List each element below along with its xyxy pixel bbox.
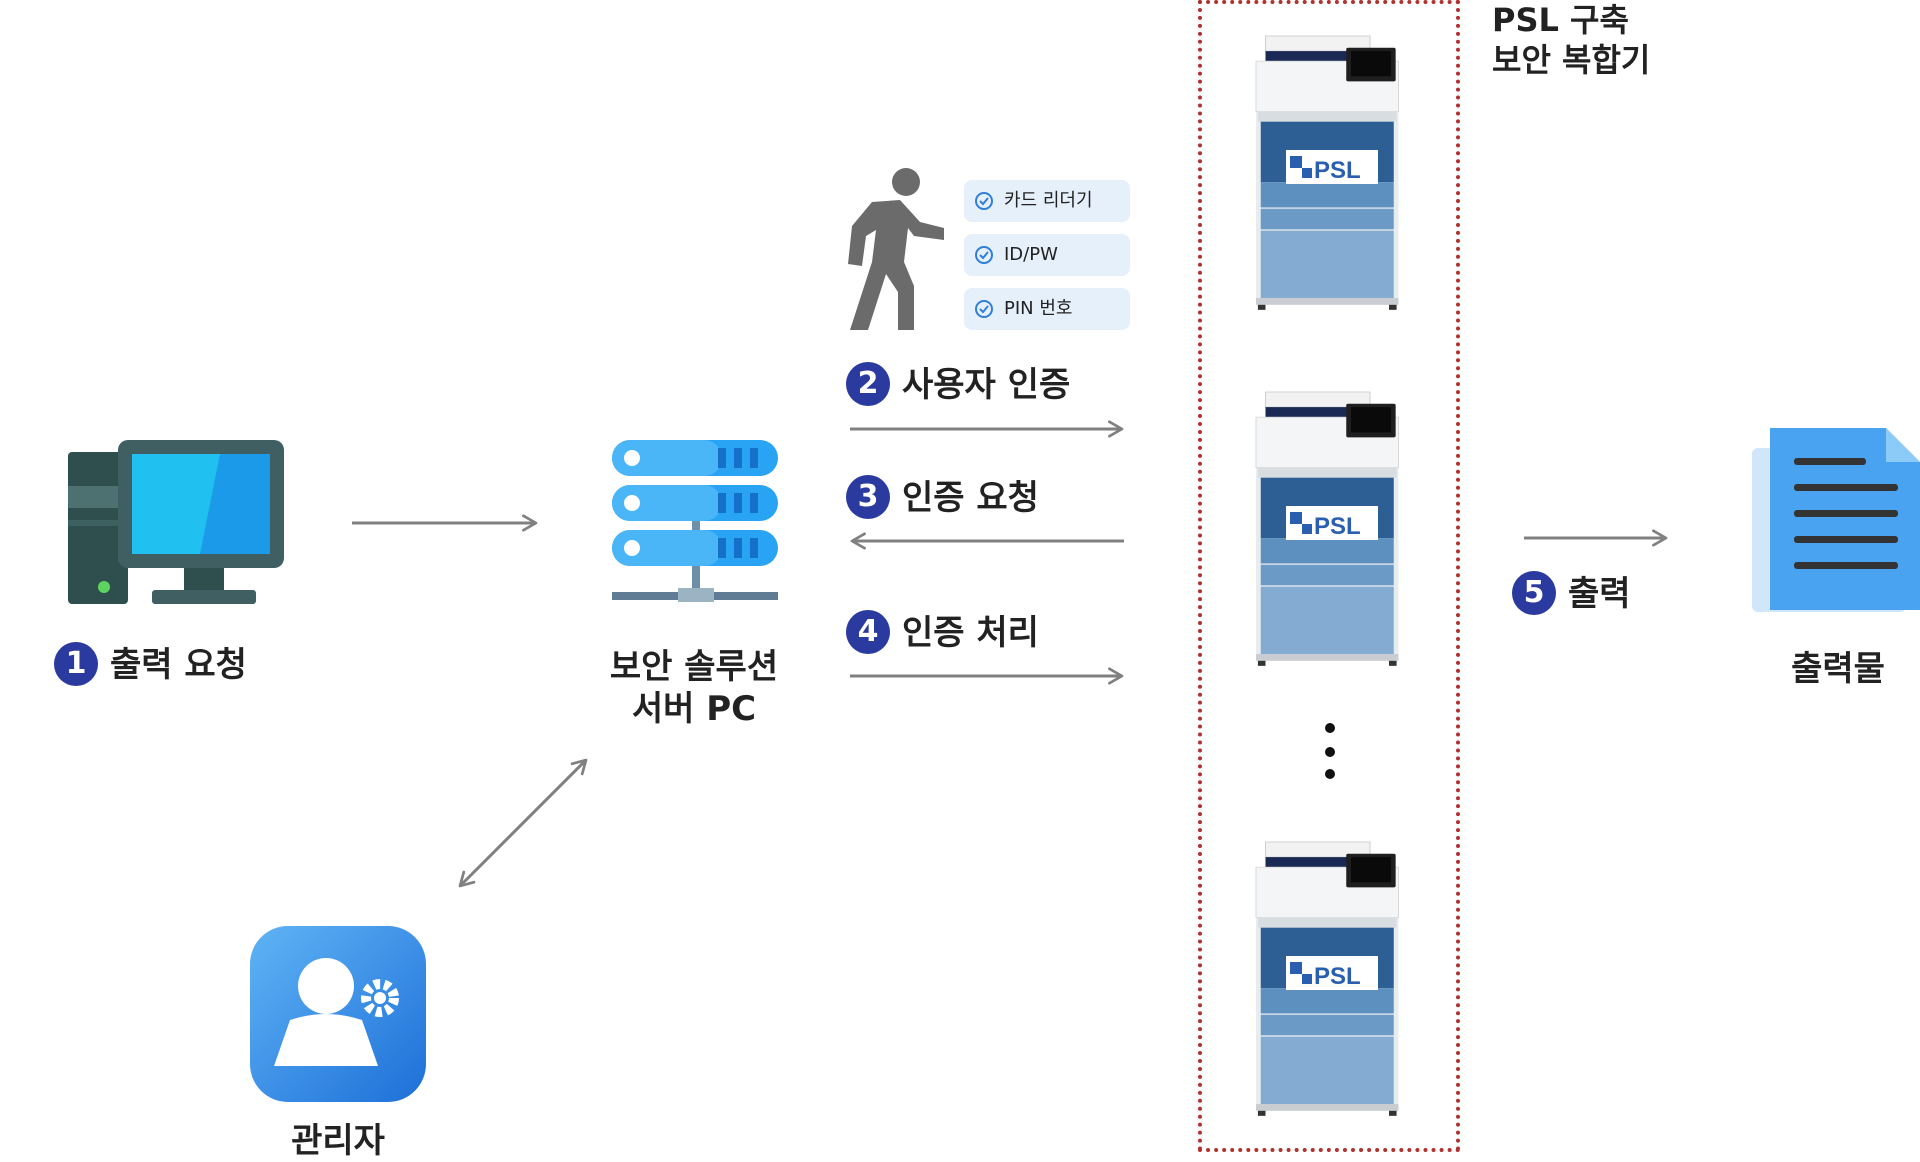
check-circle-icon [975, 246, 993, 264]
psl-printer-zone [1198, 0, 1460, 1152]
zone-title-line2: 보안 복합기 [1492, 41, 1651, 79]
check-circle-icon [975, 192, 993, 210]
zone-title-line1: PSL 구축 [1492, 1, 1629, 39]
step-4-badge: 4 [846, 609, 890, 654]
admin-user-gear-icon [250, 926, 426, 1102]
step-4-label: 4 인증 처리 [846, 609, 1039, 657]
check-circle-icon [975, 300, 993, 318]
step-5-badge: 5 [1512, 570, 1556, 615]
server-label-line1: 보안 솔루션 [609, 647, 779, 687]
auth-method-idpw: ID/PW [964, 234, 1130, 276]
zone-title: PSL 구축 보안 복합기 [1492, 0, 1650, 80]
psl-logo: PSL [1286, 506, 1378, 540]
auth-method-pin: PIN 번호 [964, 288, 1130, 330]
desktop-computer-icon [68, 440, 284, 604]
step-2-badge: 2 [846, 361, 890, 406]
output-label: 출력물 [1791, 649, 1885, 689]
svg-text:PSL: PSL [1314, 157, 1361, 184]
auth-method-label: PIN 번호 [1004, 298, 1073, 319]
psl-logo: PSL [1286, 150, 1378, 184]
svg-text:PSL: PSL [1314, 963, 1361, 990]
auth-method-label: 카드 리더기 [1004, 190, 1093, 211]
step-4-text: 인증 처리 [902, 613, 1039, 653]
server-label: 보안 솔루션 서버 PC [594, 646, 794, 730]
auth-method-card-reader: 카드 리더기 [964, 180, 1130, 222]
ellipsis-dots [1325, 723, 1335, 779]
psl-logo: PSL [1286, 956, 1378, 990]
step-2-text: 사용자 인증 [902, 365, 1071, 405]
step-2-label: 2 사용자 인증 [846, 361, 1071, 409]
step-1-label: 1 출력 요청 [54, 641, 247, 689]
step-3-label: 3 인증 요청 [846, 474, 1039, 522]
step-5-label: 5 출력 [1512, 570, 1631, 618]
step-1-text: 출력 요청 [110, 645, 247, 685]
admin-label: 관리자 [291, 1121, 385, 1161]
step-5-text: 출력 [1568, 574, 1631, 614]
document-icon [1752, 428, 1920, 612]
walking-person-icon [848, 168, 944, 330]
arrow-admin-server [458, 758, 588, 888]
server-rack-icon [612, 440, 778, 602]
step-3-text: 인증 요청 [902, 478, 1039, 518]
svg-text:PSL: PSL [1314, 513, 1361, 540]
step-1-badge: 1 [54, 641, 98, 686]
step-3-badge: 3 [846, 474, 890, 519]
server-label-line2: 서버 PC [631, 689, 757, 729]
auth-method-label: ID/PW [1004, 244, 1058, 265]
